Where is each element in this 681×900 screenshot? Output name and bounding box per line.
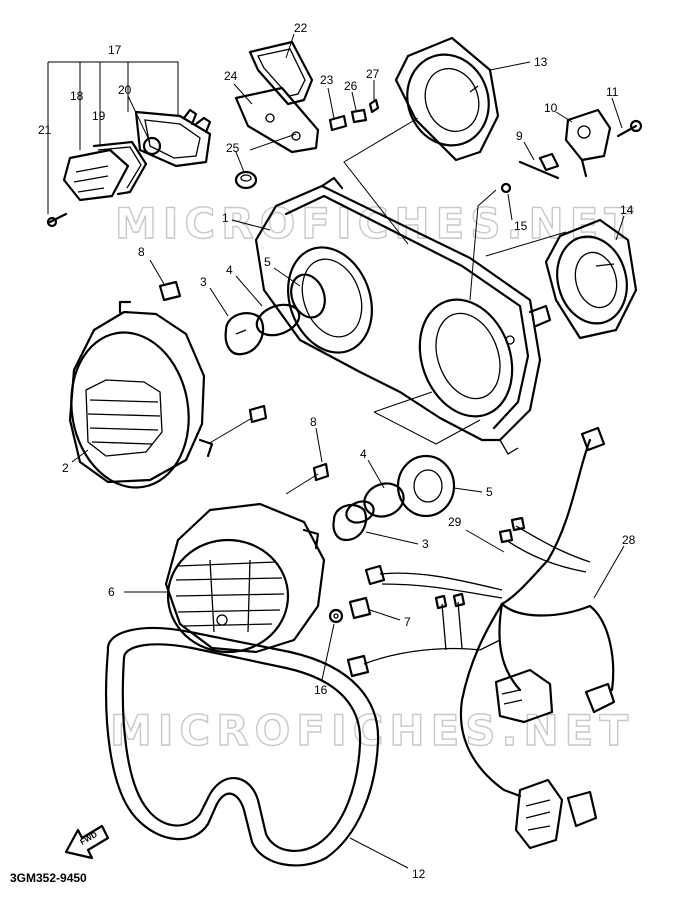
callout-4-upper: 4 xyxy=(226,263,233,277)
callout-5-lower: 5 xyxy=(486,485,493,499)
callout-8-lower: 8 xyxy=(310,415,317,429)
upper-bulb-set xyxy=(158,273,326,356)
callout-29: 29 xyxy=(448,515,462,529)
part-16-washer xyxy=(328,608,344,624)
callout-18: 18 xyxy=(70,89,84,103)
socket-14 xyxy=(544,218,638,340)
callout-27: 27 xyxy=(366,67,380,81)
callout-9: 9 xyxy=(516,129,523,143)
callout-3-lower: 3 xyxy=(422,537,429,551)
callout-24: 24 xyxy=(224,69,238,83)
callout-20: 20 xyxy=(118,83,132,97)
callout-11: 11 xyxy=(606,85,619,99)
lower-bulb-set xyxy=(332,454,456,542)
callout-5-upper: 5 xyxy=(264,255,271,269)
callout-7: 7 xyxy=(404,615,411,629)
callout-22: 22 xyxy=(294,21,308,35)
headlight-housing-1 xyxy=(254,176,552,455)
callout-labels: 1 2 3 3 4 4 5 5 6 7 8 8 9 10 11 12 13 14… xyxy=(38,21,636,881)
callout-8-upper: 8 xyxy=(138,245,145,259)
position-light-assembly xyxy=(46,61,212,228)
bolt-8-lower xyxy=(312,462,330,482)
callout-2: 2 xyxy=(62,461,69,475)
cover-10-parts xyxy=(518,108,643,180)
callout-3-upper: 3 xyxy=(200,275,207,289)
callout-28: 28 xyxy=(622,533,636,547)
callout-1: 1 xyxy=(222,211,229,225)
diagram-code: 3GM352-9450 xyxy=(10,871,87,885)
bezel-12 xyxy=(105,626,380,867)
callout-6: 6 xyxy=(108,585,115,599)
mounting-bracket-parts xyxy=(234,40,380,190)
callout-23: 23 xyxy=(320,73,334,87)
callout-4-lower: 4 xyxy=(360,447,367,461)
headlight-unit-2 xyxy=(68,300,214,489)
meter-case-13 xyxy=(394,36,500,162)
callout-21: 21 xyxy=(38,123,52,137)
forward-arrow: FWD xyxy=(64,824,110,860)
callout-14: 14 xyxy=(620,203,634,217)
callout-leaders xyxy=(71,33,625,869)
callout-12: 12 xyxy=(412,867,426,881)
callout-15: 15 xyxy=(514,219,528,233)
callout-16: 16 xyxy=(314,683,328,697)
callout-10: 10 xyxy=(544,101,558,115)
part-15-ring xyxy=(500,182,512,194)
callout-13: 13 xyxy=(534,55,548,69)
wire-harness-28 xyxy=(346,426,616,850)
callout-25: 25 xyxy=(226,141,240,155)
headlight-unit-6 xyxy=(164,502,326,654)
part-7-connector xyxy=(348,596,372,620)
watermark-bottom: MICROFICHES.NET xyxy=(110,706,634,755)
callout-17: 17 xyxy=(108,43,122,57)
callout-19: 19 xyxy=(92,109,106,123)
watermark-top: MICROFICHES.NET xyxy=(115,199,639,248)
bolt-8-upper xyxy=(248,404,268,424)
callout-26: 26 xyxy=(344,79,358,93)
